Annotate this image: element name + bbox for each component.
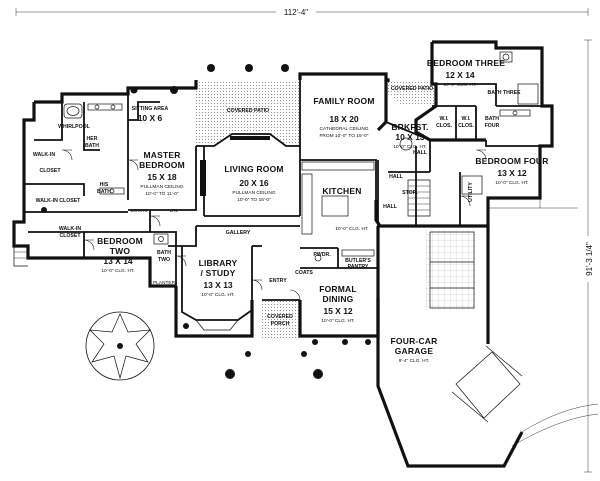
master-bedroom-line2: BEDROOM bbox=[139, 160, 185, 170]
formal-dining-line2: DINING bbox=[323, 294, 354, 304]
coats-label: COATS bbox=[295, 270, 313, 276]
master-bedroom-note-2: 10'-0" TO 11'-0" bbox=[145, 191, 179, 197]
family-room-size: 18 X 20 bbox=[329, 114, 359, 124]
garage-line2: GARAGE bbox=[395, 346, 434, 356]
shrub-icons bbox=[41, 64, 371, 379]
family-room-name: FAMILY ROOM bbox=[313, 96, 374, 106]
stor-label: STOR. bbox=[402, 190, 418, 196]
lin-label: LIN. bbox=[170, 208, 179, 214]
living-room-size: 20 X 16 bbox=[239, 178, 269, 188]
brkfst-name: BRKFST. bbox=[391, 122, 428, 132]
gallery-label: GALLERY bbox=[226, 230, 251, 236]
walk-in-closet-1-line2: CLOSET bbox=[39, 168, 61, 174]
bedroom-two-size: 13 X 14 bbox=[103, 256, 133, 266]
fixtures bbox=[63, 51, 539, 331]
wi-clos-right-line2: CLOS. bbox=[458, 123, 474, 129]
garage-note: 9'-4" CLG. HT. bbox=[399, 358, 430, 364]
library-line1: LIBRARY bbox=[199, 258, 238, 268]
bedroom-two-note: 10'-0" CLG. HT. bbox=[101, 268, 134, 274]
brkfst-size: 10 X 13 bbox=[395, 132, 425, 142]
garage-line1: FOUR-CAR bbox=[391, 336, 438, 346]
living-room-note-2: 10'-0" TO 15'-0" bbox=[237, 197, 271, 203]
her-bath-line1: HER bbox=[87, 136, 98, 142]
formal-dining-size: 15 X 12 bbox=[323, 306, 353, 316]
covered-patio-top-floor bbox=[388, 82, 436, 106]
master-bedroom-line1: MASTER bbox=[143, 150, 180, 160]
living-room-name: LIVING ROOM bbox=[224, 164, 283, 174]
walk-in-closet-3-line2: CLOSET bbox=[59, 233, 81, 239]
bedroom-two-line2: TWO bbox=[110, 246, 131, 256]
library-line2: / STUDY bbox=[201, 268, 236, 278]
kitchen-name: KITCHEN bbox=[322, 186, 361, 196]
bedroom-three-note: 10'-0" CLG. HT. bbox=[443, 82, 476, 88]
bath-two-line2: TWO bbox=[158, 257, 170, 263]
tree-icon bbox=[85, 311, 155, 381]
formal-dining-note: 10'-0" CLG. HT. bbox=[321, 318, 354, 324]
walk-in-closet-2-label: WALK-IN CLOSET bbox=[36, 198, 81, 204]
covered-porch-line2: PORCH bbox=[271, 321, 290, 327]
overall-depth-label: 91'-3 1/4" bbox=[585, 242, 594, 276]
whirlpool-label: WHIRLPOOL bbox=[58, 124, 91, 130]
covered-patio-center-label: COVERED PATIO bbox=[227, 108, 269, 114]
covered-patio-top-label: COVERED PATIO bbox=[391, 86, 433, 92]
planter-label: PLANTER bbox=[153, 280, 176, 286]
bedroom-three-name: BEDROOM THREE bbox=[427, 58, 505, 68]
covered-porch-floor bbox=[262, 300, 300, 338]
sitting-area-size: 10 X 6 bbox=[138, 113, 163, 123]
bedroom-four-note: 10'-0" CLG. HT. bbox=[495, 180, 528, 186]
formal-dining-line1: FORMAL bbox=[319, 284, 357, 294]
bath-three-label: BATH THREE bbox=[487, 90, 521, 96]
family-room-note-1: CATHEDRAL CEILING bbox=[319, 126, 368, 132]
covered-patio-center-floor bbox=[196, 80, 300, 146]
books-label: BOOKS bbox=[130, 208, 147, 214]
his-bath-line2: BATH bbox=[97, 189, 111, 195]
bedroom-four-name: BEDROOM FOUR bbox=[475, 156, 548, 166]
bedroom-three-size: 12 X 14 bbox=[445, 70, 475, 80]
walk-in-closet-3-line1: WALK-IN bbox=[59, 226, 81, 232]
wi-clos-right-line1: W.I. bbox=[462, 116, 471, 122]
pwdr-label: PWDR. bbox=[313, 252, 331, 258]
sitting-area-name: SITTING AREA bbox=[132, 106, 169, 112]
hall-1-label: HALL bbox=[389, 174, 404, 180]
butlers-pantry-line1: BUTLER'S bbox=[345, 258, 371, 264]
butlers-pantry-line2: PANTRY bbox=[348, 264, 369, 270]
hall-3-label: HALL bbox=[383, 204, 398, 210]
kitchen-note: 10'-0" CLG. HT. bbox=[335, 226, 368, 232]
bath-four-line1: BATH bbox=[485, 116, 499, 122]
overall-width-dimension: 112'-4" bbox=[15, 6, 589, 17]
bedroom-two-line1: BEDROOM bbox=[97, 236, 143, 246]
deck-rail bbox=[13, 198, 578, 267]
bedroom-four-size: 13 X 12 bbox=[497, 168, 527, 178]
utility-label: UTILITY bbox=[468, 182, 474, 202]
garage-tile-floor bbox=[426, 230, 476, 310]
brkfst-note: 10'-0" CLG. HT. bbox=[393, 144, 426, 150]
entry-label: ENTRY bbox=[269, 278, 287, 284]
master-bedroom-note-1: PULLMAN CEILING bbox=[140, 184, 183, 190]
hall-2-label: HALL bbox=[413, 150, 428, 156]
his-bath-line1: HIS bbox=[100, 182, 109, 188]
bath-two-line1: BATH bbox=[157, 250, 171, 256]
door-swings bbox=[61, 149, 487, 301]
wi-clos-left-line1: W.I. bbox=[440, 116, 449, 122]
covered-porch-line1: COVERED bbox=[267, 314, 293, 320]
room-labels: BEDROOM THREE 12 X 14 10'-0" CLG. HT. BA… bbox=[33, 58, 549, 364]
master-bedroom-size: 15 X 18 bbox=[147, 172, 177, 182]
overall-width-label: 112'-4" bbox=[284, 8, 308, 17]
wi-clos-left-line2: CLOS. bbox=[436, 123, 452, 129]
family-room-note-2: FROM 10'-0" TO 15'-0" bbox=[319, 133, 368, 139]
library-size: 13 X 13 bbox=[203, 280, 233, 290]
walk-in-closet-1-line1: WALK-IN bbox=[33, 152, 55, 158]
living-room-note-1: PULLMAN CEILING bbox=[232, 190, 275, 196]
garage-walls bbox=[376, 226, 599, 468]
her-bath-line2: BATH bbox=[85, 143, 99, 149]
overall-depth-dimension: 91'-3 1/4" bbox=[583, 39, 595, 473]
library-note: 10'-0" CLG. HT. bbox=[201, 292, 234, 298]
bath-four-line2: FOUR bbox=[485, 123, 500, 129]
